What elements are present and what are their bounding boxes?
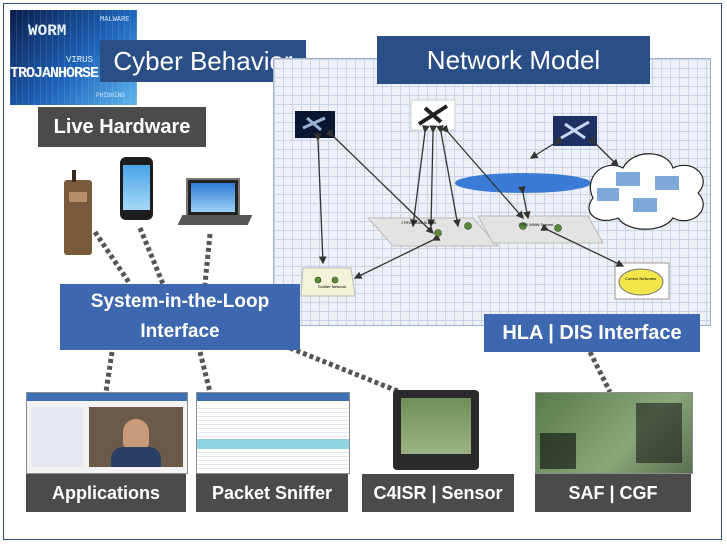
sniffer-packet-list (197, 405, 349, 471)
link-sat1-soldier (313, 133, 327, 265)
c4isr-sensor-label: C4ISR | Sensor (362, 474, 514, 512)
connector-sitl-sniffer (197, 351, 213, 393)
sitl-interface-label: System-in-the-Loop Interface (60, 284, 300, 350)
connector-sitl-c4isr (289, 345, 401, 395)
network-model-label: Network Model (377, 36, 650, 84)
node-4 (554, 224, 562, 232)
hla-dis-interface-label: HLA | DIS Interface (484, 314, 700, 352)
link-sat3-uav (587, 135, 619, 167)
saf-cgf-label: SAF | CGF (535, 474, 691, 512)
phone-device (120, 157, 153, 220)
app-sidebar (31, 407, 83, 467)
node-3 (519, 222, 527, 230)
packet-sniffer-screenshot (196, 392, 350, 474)
subnet-label-left: JTRS WNW Subnet (401, 220, 437, 225)
cyber-banner-image: WORM MALWARE VIRUS TROJANHORSE PHISHING (10, 10, 137, 105)
network-model-diagram: JTRS WNW Subnet JTRS WNW Subnet Soldier … (295, 99, 704, 300)
radio-device (64, 170, 92, 255)
sitl-line-2: Interface (140, 321, 220, 342)
person-head (123, 419, 149, 449)
banner-word-trojanhorse: TROJANHORSE (10, 65, 99, 82)
phone-screen (123, 165, 150, 210)
sitl-line-1: System-in-the-Loop (90, 291, 270, 312)
link-sat3-cloud (529, 136, 563, 159)
connector-radio-sitl (92, 230, 133, 286)
banner-word-phishing: PHISHING (96, 92, 125, 99)
subnet-plane-soldier (300, 267, 356, 297)
uav-1 (616, 172, 640, 186)
saf-info-panel (540, 433, 576, 469)
connector-laptop-sitl (202, 233, 213, 285)
link-subnet-right (540, 223, 625, 267)
banner-word-worm: WORM (28, 22, 67, 40)
radio-antenna (72, 170, 76, 182)
laptop-keyboard (177, 215, 253, 225)
diagram-frame (3, 3, 722, 540)
current-networks-label: Current Networks (625, 276, 656, 281)
connector-hla-saf (587, 350, 613, 394)
sniffer-titlebar (197, 393, 349, 401)
soldier-network-label: Soldier Network (318, 284, 346, 289)
sniffer-highlight-row (197, 439, 349, 449)
link-subnet-soldier (353, 233, 441, 279)
node-5 (314, 276, 322, 284)
link-cloud-subnet (517, 185, 531, 220)
node-6 (331, 276, 339, 284)
node-2 (464, 222, 472, 230)
laptop-device (186, 178, 240, 217)
c4isr-tablet-screen (401, 398, 471, 454)
packet-sniffer-label: Packet Sniffer (196, 474, 348, 512)
banner-word-virus: VIRUS (66, 55, 94, 65)
link-sat2-subnet-d (440, 124, 524, 219)
saf-side-panel (636, 403, 682, 463)
blue-cloud (455, 173, 591, 193)
banner-word-malware: MALWARE (100, 16, 130, 24)
subnet-label-right: JTRS WNW Subnet (518, 222, 554, 227)
saf-cgf-map (535, 392, 693, 474)
c4isr-tablet (393, 390, 479, 470)
uav-2 (655, 176, 679, 190)
connector-phone-sitl (137, 227, 166, 285)
person-shoulders (111, 447, 161, 467)
subnet-plane-right (477, 215, 604, 244)
cyber-behavior-label: Cyber Behavior (100, 40, 306, 82)
applications-screenshot (26, 392, 188, 474)
app-video-frame (89, 407, 183, 467)
uav-4 (633, 198, 657, 212)
connector-sitl-applications (103, 351, 115, 393)
link-sat2-subnet-a (409, 125, 430, 228)
link-sat2-subnet-b (427, 125, 438, 228)
link-sat2-subnet-c (436, 124, 461, 228)
live-hardware-label: Live Hardware (38, 107, 206, 147)
radio-panel (69, 192, 87, 202)
uav-3 (597, 188, 619, 201)
applications-label: Applications (26, 474, 186, 512)
laptop-screen (191, 183, 235, 212)
app-titlebar (27, 393, 187, 401)
node-1 (434, 229, 442, 237)
